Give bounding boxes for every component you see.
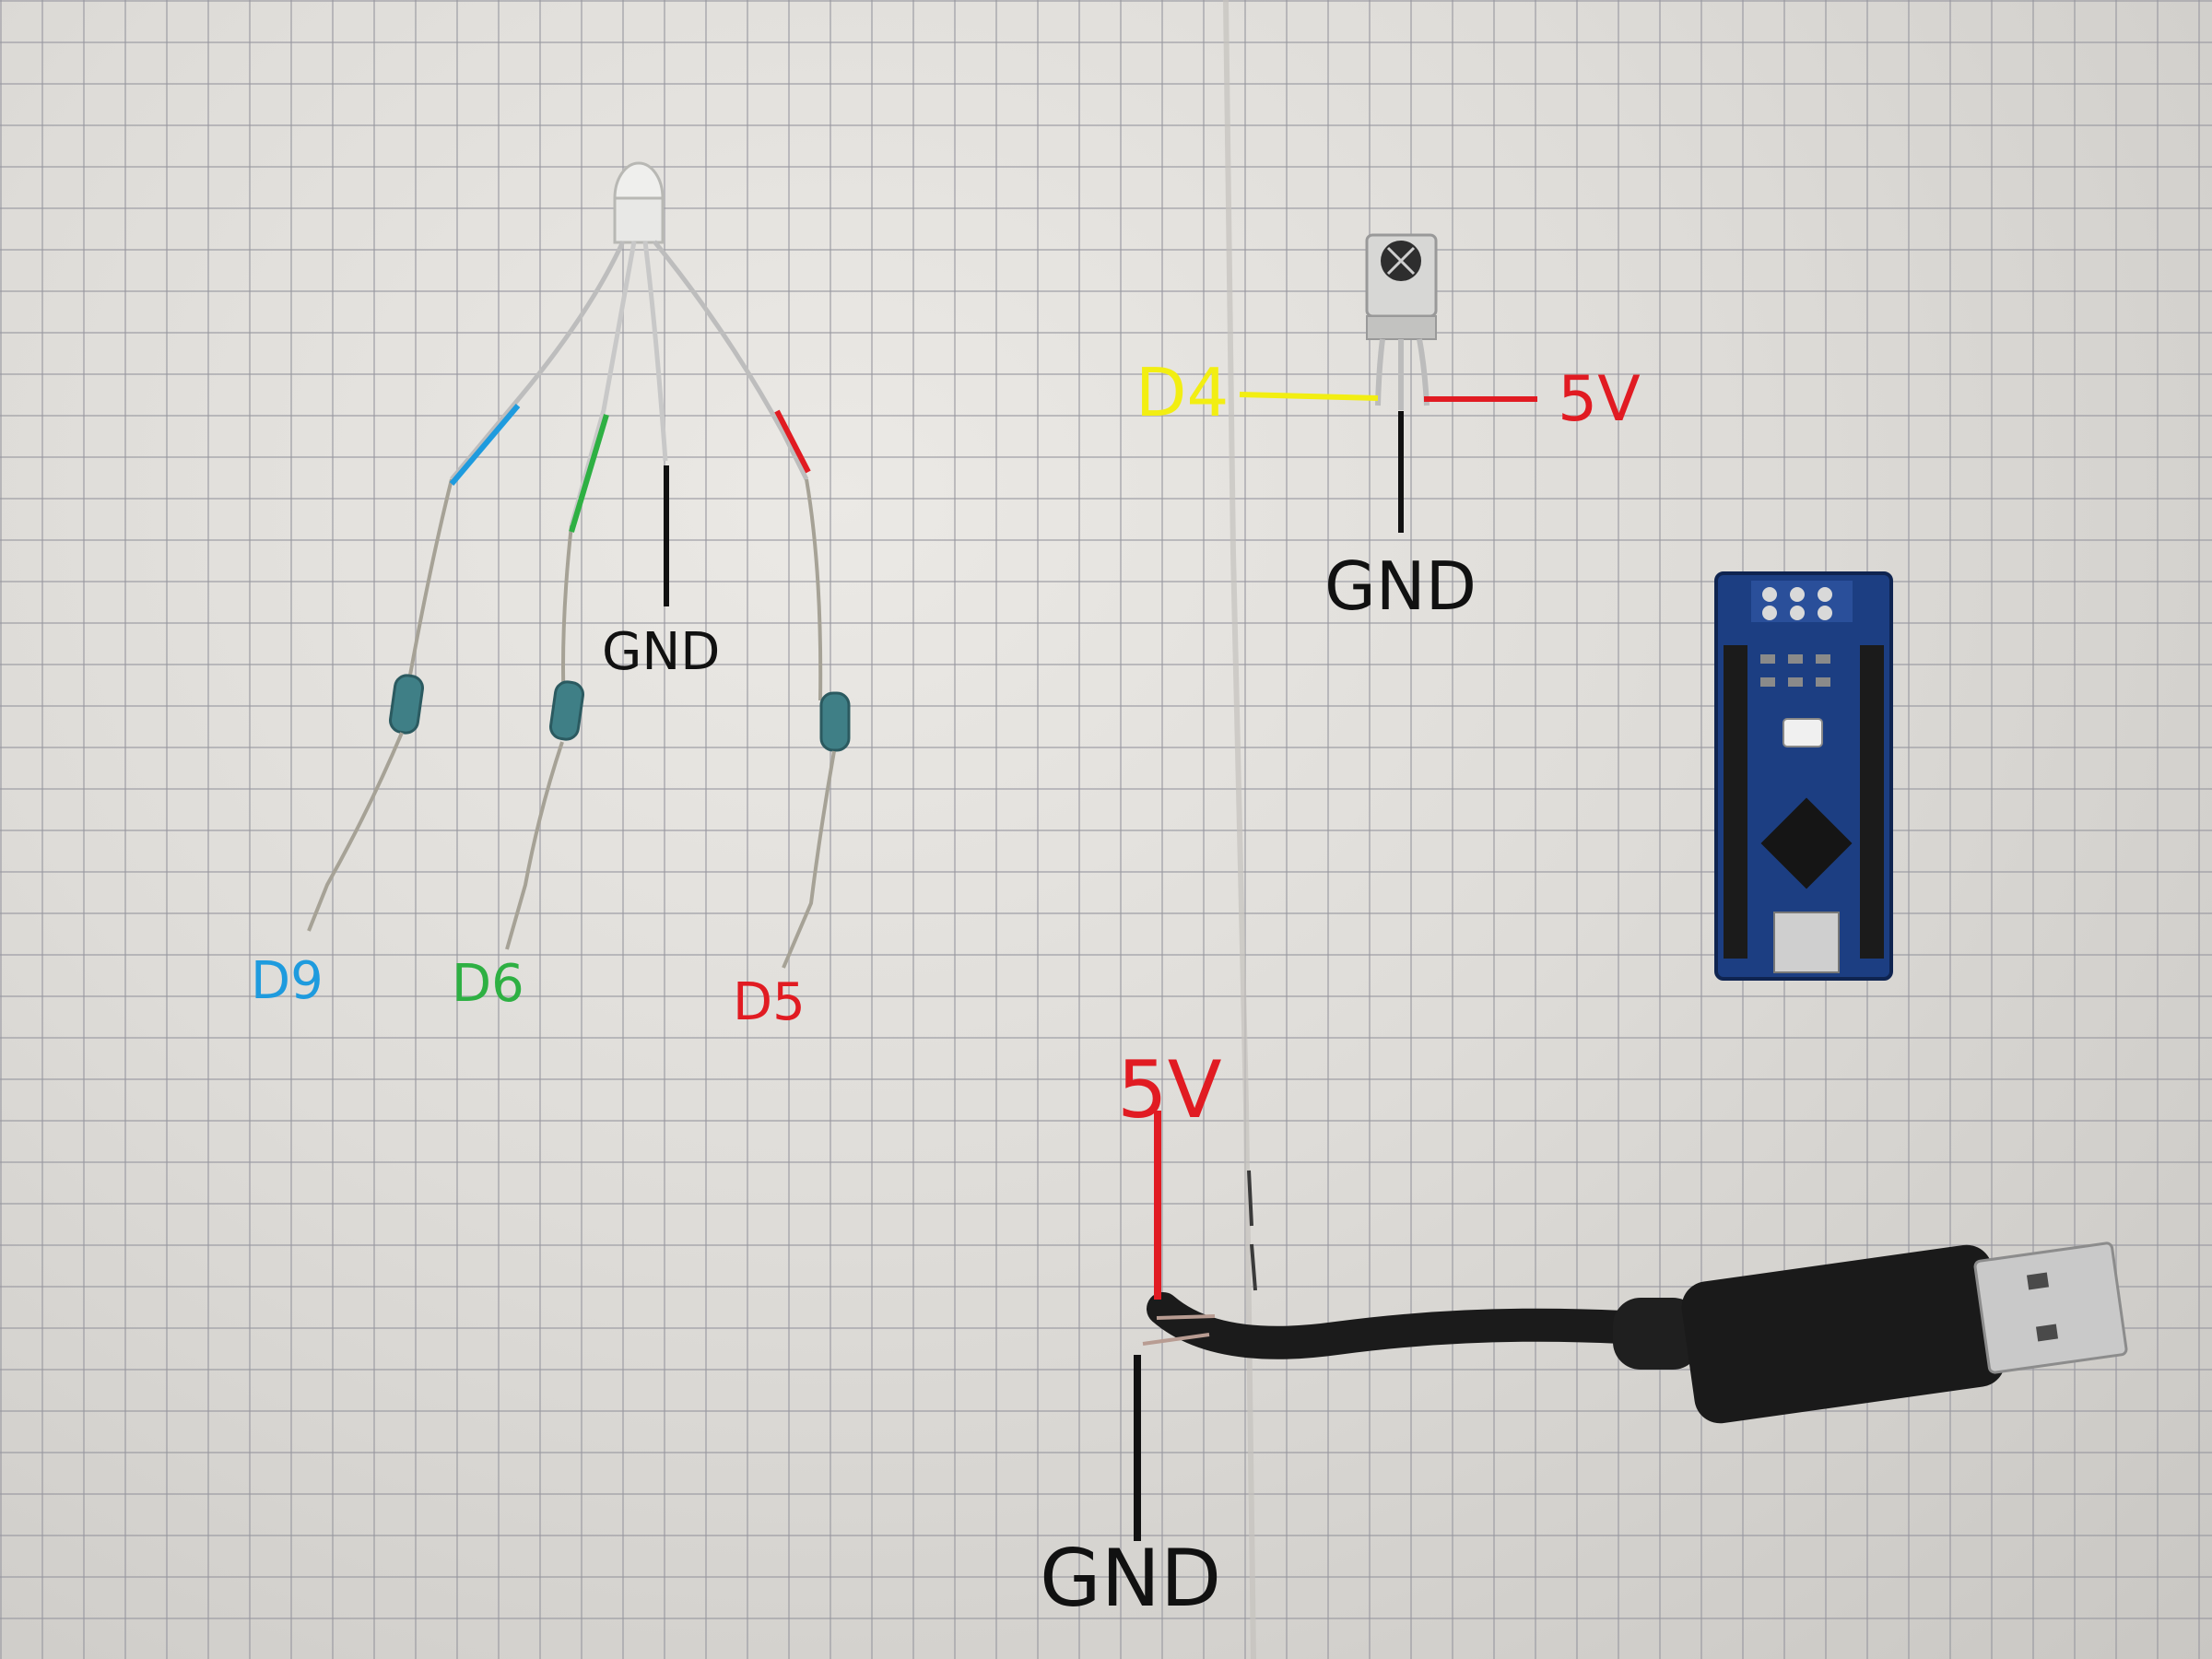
arduino-nano-board bbox=[1714, 571, 1893, 981]
rgb-led bbox=[404, 161, 823, 711]
resistors bbox=[307, 674, 851, 969]
label-d9: D9 bbox=[251, 951, 324, 1011]
label-ir-gnd: GND bbox=[1324, 547, 1477, 625]
pen-marks bbox=[1247, 1170, 1257, 1291]
blue-marker bbox=[449, 404, 521, 486]
label-d6: D6 bbox=[452, 954, 524, 1014]
usb-cable bbox=[1142, 1241, 2128, 1424]
label-d5: D5 bbox=[733, 972, 806, 1032]
paper-fold bbox=[1223, 0, 1256, 1659]
green-marker bbox=[569, 414, 609, 533]
label-usb-5v: 5V bbox=[1117, 1044, 1222, 1136]
label-ir-5v: 5V bbox=[1558, 363, 1641, 436]
ir-receiver bbox=[1365, 233, 1438, 410]
label-usb-gnd: GND bbox=[1040, 1533, 1222, 1625]
label-led-gnd: GND bbox=[602, 622, 721, 682]
ir-signal-marker bbox=[1239, 392, 1379, 401]
label-d4: D4 bbox=[1135, 354, 1230, 431]
red-marker bbox=[774, 409, 811, 474]
